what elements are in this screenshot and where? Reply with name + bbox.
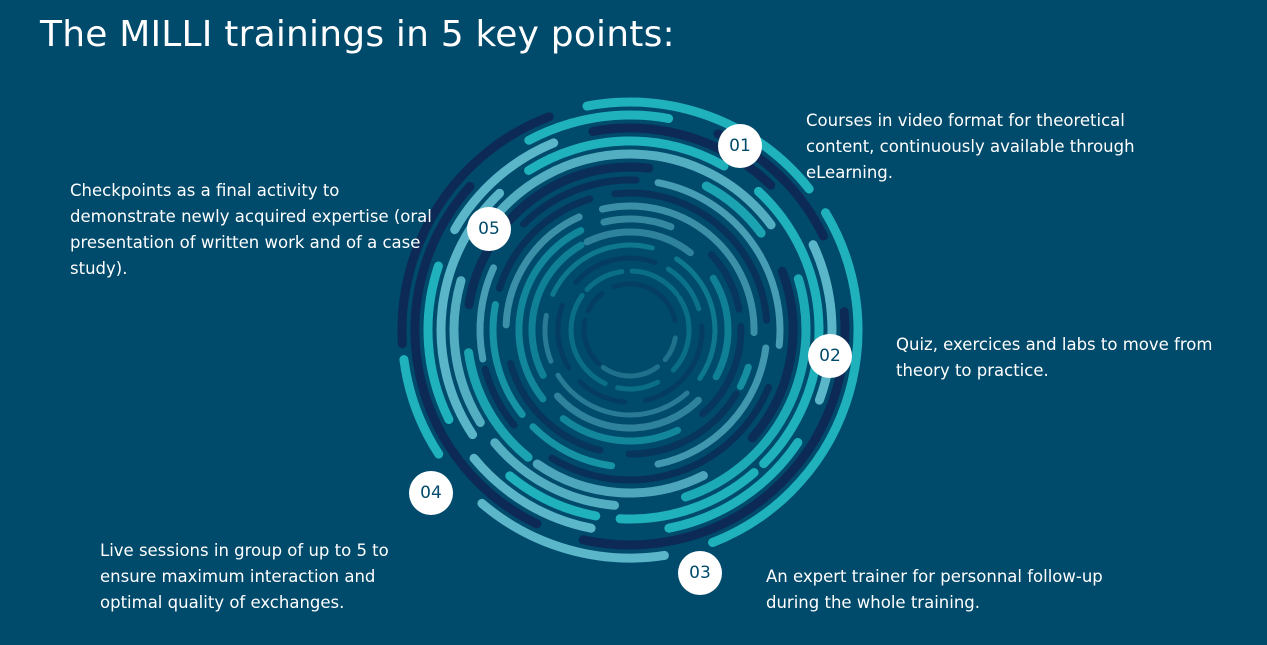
ring-arc-44 bbox=[707, 251, 743, 313]
ring-arc-5 bbox=[524, 110, 674, 145]
ring-arc-27 bbox=[747, 266, 798, 443]
point-description-01: Courses in video format for theoretical … bbox=[806, 111, 1135, 182]
ring-arc-41 bbox=[502, 213, 583, 329]
point-number-badge-05: 05 bbox=[467, 207, 511, 251]
ring-arc-22 bbox=[483, 149, 776, 231]
ring-arc-24 bbox=[464, 348, 533, 462]
ring-arc-26 bbox=[701, 181, 766, 238]
ring-arc-60 bbox=[573, 255, 658, 285]
ring-arc-37 bbox=[496, 195, 594, 292]
ring-arc-12 bbox=[588, 123, 776, 190]
ring-arc-2 bbox=[708, 208, 863, 547]
ring-arc-0 bbox=[397, 112, 554, 349]
ring-arc-38 bbox=[611, 189, 771, 324]
ring-arc-8 bbox=[410, 181, 542, 529]
ring-arc-18 bbox=[524, 136, 729, 175]
ring-arc-52 bbox=[528, 241, 585, 379]
ring-arc-54 bbox=[550, 242, 655, 297]
ring-arc-15 bbox=[615, 468, 759, 524]
ring-arc-31 bbox=[654, 179, 784, 349]
ring-arc-4 bbox=[399, 355, 444, 459]
ring-arc-58 bbox=[577, 379, 627, 405]
ring-arc-39 bbox=[625, 390, 740, 458]
ring-arc-48 bbox=[600, 215, 675, 231]
ring-arc-56 bbox=[555, 372, 690, 418]
ring-arc-21 bbox=[449, 276, 485, 427]
ring-arc-11 bbox=[450, 138, 559, 235]
ring-arc-64 bbox=[568, 293, 608, 387]
ring-arc-42 bbox=[598, 202, 758, 337]
ring-arc-14 bbox=[664, 438, 803, 533]
point-description-05: Checkpoints as a final activity to demon… bbox=[70, 181, 432, 278]
ring-arc-32 bbox=[548, 383, 773, 484]
ring-arc-70 bbox=[585, 291, 605, 314]
point-number-badge-03: 03 bbox=[678, 551, 722, 595]
ring-arc-55 bbox=[674, 256, 718, 381]
ring-arc-10 bbox=[423, 261, 454, 424]
page-title: The MILLI trainings in 5 key points: bbox=[40, 14, 675, 55]
point-number-badge-04: 04 bbox=[409, 471, 453, 515]
ring-arc-51 bbox=[554, 392, 702, 432]
ring-arc-49 bbox=[583, 228, 694, 257]
ring-arc-63 bbox=[615, 379, 661, 392]
ring-arc-53 bbox=[542, 312, 554, 364]
ring-arc-71 bbox=[611, 281, 678, 323]
ring-arc-23 bbox=[681, 274, 811, 502]
ring-arc-30 bbox=[520, 176, 640, 228]
ring-arc-46 bbox=[559, 415, 681, 445]
ring-arc-57 bbox=[643, 323, 705, 403]
ring-arc-66 bbox=[629, 268, 680, 297]
ring-arc-1 bbox=[582, 97, 814, 194]
point-description-02: Quiz, exercices and labs to move from th… bbox=[896, 335, 1213, 380]
ring-arc-28 bbox=[532, 459, 708, 498]
ring-arc-34 bbox=[654, 344, 770, 468]
point-number-badge-01: 01 bbox=[718, 124, 762, 168]
ring-arc-13 bbox=[808, 240, 837, 405]
point-description-03: An expert trainer for personnal follow-u… bbox=[766, 567, 1103, 612]
ring-arc-43 bbox=[736, 363, 752, 390]
ring-arc-20 bbox=[490, 438, 619, 510]
point-description-04: Live sessions in group of up to 5 to ens… bbox=[100, 541, 389, 612]
ring-arc-68 bbox=[600, 364, 660, 379]
ring-arc-29 bbox=[476, 264, 497, 363]
ring-arc-35 bbox=[529, 423, 616, 470]
ring-arc-40 bbox=[507, 360, 604, 454]
ring-arc-3 bbox=[477, 498, 669, 563]
ring-arc-19 bbox=[754, 186, 824, 469]
ring-arc-47 bbox=[515, 227, 585, 403]
ring-arc-33 bbox=[481, 365, 518, 429]
ring-arc-45 bbox=[699, 323, 745, 418]
ring-arc-67 bbox=[662, 335, 678, 363]
ring-arc-16 bbox=[505, 471, 601, 521]
ring-arc-61 bbox=[665, 266, 702, 312]
ring-arc-65 bbox=[584, 269, 625, 293]
point-number-badge-02: 02 bbox=[808, 334, 852, 378]
ring-arc-62 bbox=[670, 295, 692, 373]
ring-arc-25 bbox=[464, 162, 654, 310]
ring-arc-59 bbox=[555, 302, 572, 371]
ring-arc-69 bbox=[581, 317, 602, 367]
ring-arc-9 bbox=[469, 453, 596, 533]
ring-arc-36 bbox=[489, 301, 526, 418]
ring-arc-50 bbox=[709, 274, 732, 381]
